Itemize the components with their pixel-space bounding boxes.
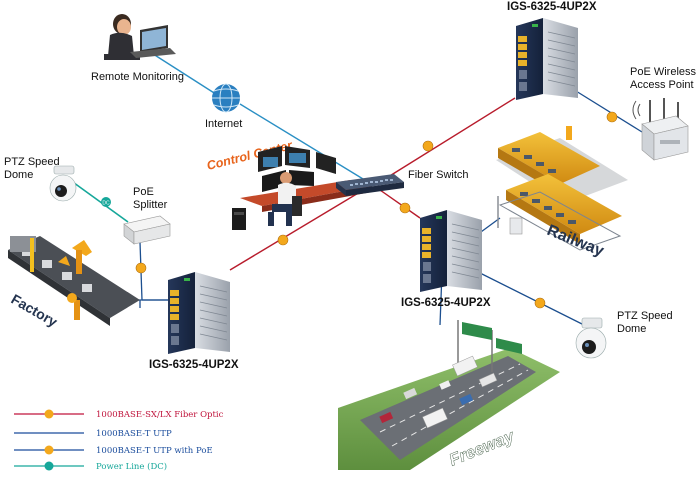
dc-line: [69, 179, 129, 223]
factory-label: Factory: [9, 291, 61, 330]
internet-globe-icon: [212, 83, 240, 113]
railway-illustration: [496, 126, 628, 251]
internet-label: Internet: [205, 118, 242, 130]
fiber-switch-icon: [336, 174, 404, 196]
switch-bottom-label: IGS-6325-4UP2X: [149, 359, 239, 371]
fiber-line-mid: [379, 189, 421, 219]
ptz-dome-camera-right-icon: [575, 317, 607, 359]
legend-badge-icon: [44, 445, 54, 455]
fiber-badge: [135, 111, 618, 309]
ptz-dome-camera-left-icon: [49, 165, 77, 202]
svg-text:DC: DC: [102, 201, 110, 207]
fiber-line-top: [379, 97, 516, 183]
legend-label: 1000BASE-SX/LX Fiber Optic: [96, 410, 224, 420]
poe-splitter-label-2: Splitter: [133, 199, 168, 211]
legend-item: 1000BASE-T UTP with PoE: [14, 445, 213, 456]
poe-line-ptz-right: [469, 267, 591, 329]
wireless-ap-icon: [632, 98, 689, 161]
poe-splitter-label-1: PoE: [133, 186, 154, 198]
ptz-dome-left-label-2: Dome: [4, 169, 33, 181]
poe-ap-label-2: Access Point: [630, 79, 694, 91]
ptz-dome-right-label-1: PTZ Speed: [617, 310, 673, 322]
legend-badge-icon: [44, 409, 54, 419]
legend-item: Power Line (DC): [14, 461, 167, 472]
remote-monitoring-label: Remote Monitoring: [91, 71, 184, 83]
dc-badge: DC: [101, 197, 111, 207]
remote-monitoring-icon: [104, 14, 176, 60]
poe-ap-label-1: PoE Wireless: [630, 66, 697, 78]
switch-top-icon: [516, 18, 578, 100]
legend-label: Power Line (DC): [96, 461, 167, 472]
switch-mid-icon: [420, 210, 482, 292]
internet-to-fiberswitch-line: [239, 103, 369, 183]
legend-label: 1000BASE-T UTP: [96, 429, 172, 439]
poe-splitter-icon: [123, 215, 171, 245]
switch-mid-label: IGS-6325-4UP2X: [401, 297, 491, 309]
freeway-illustration: [338, 320, 560, 470]
switch-top-label: IGS-6325-4UP2X: [507, 1, 597, 13]
switch-bottom-icon: [168, 272, 230, 354]
legend-item: 1000BASE-T UTP: [14, 429, 172, 439]
factory-illustration: [8, 236, 140, 326]
ptz-dome-right-label-2: Dome: [617, 323, 646, 335]
legend-item: 1000BASE-SX/LX Fiber Optic: [14, 409, 224, 420]
legend-label: 1000BASE-T UTP with PoE: [96, 446, 213, 456]
ptz-dome-left-label-1: PTZ Speed: [4, 156, 60, 168]
internet-link-line: [149, 51, 223, 99]
legend: 1000BASE-SX/LX Fiber Optic 1000BASE-T UTP…: [14, 409, 224, 472]
fiber-line-bottom: [229, 191, 361, 271]
legend-badge-icon: [44, 461, 54, 471]
fiber-switch-label: Fiber Switch: [408, 169, 469, 181]
